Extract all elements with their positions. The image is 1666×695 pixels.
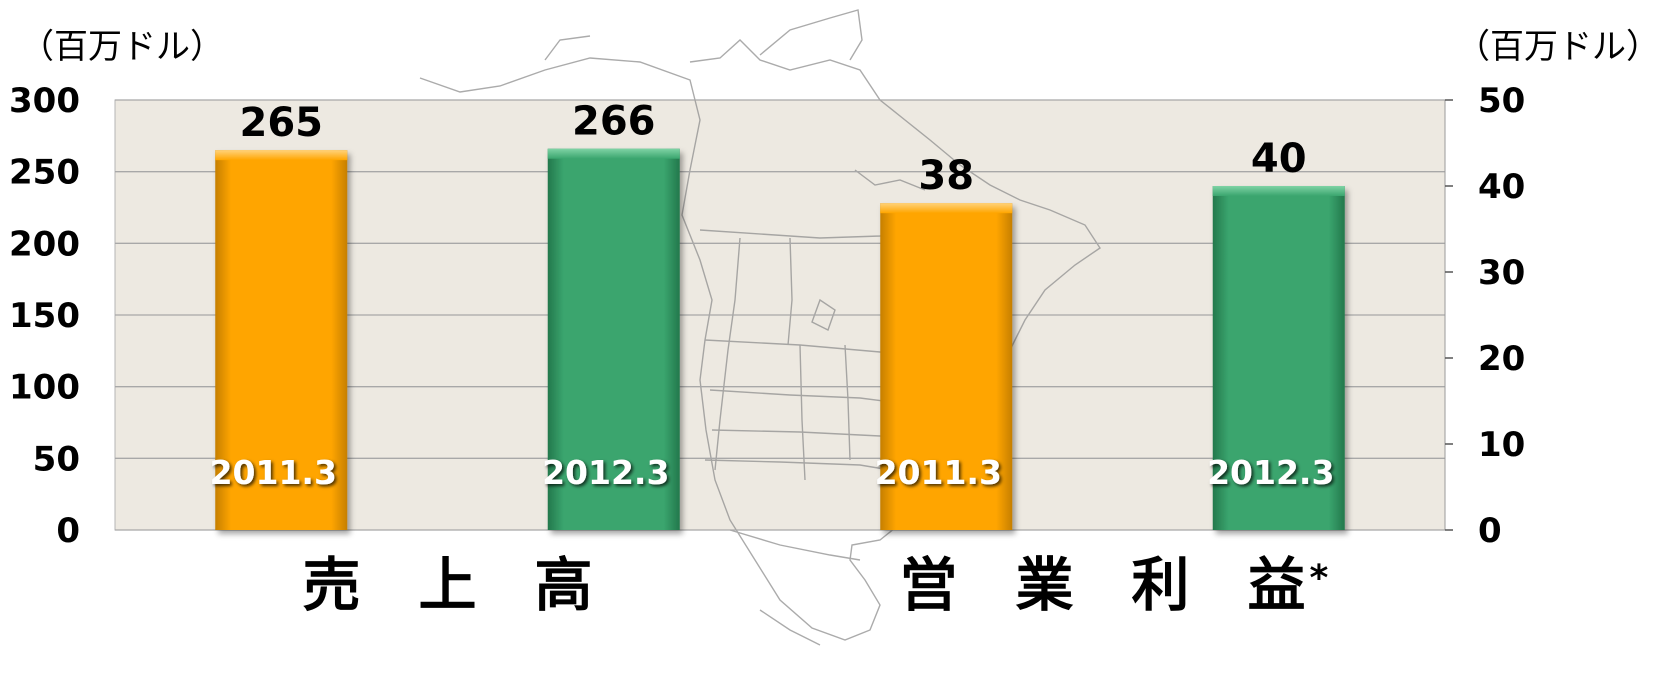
bar: [215, 150, 348, 530]
right-tick-label: 30: [1478, 253, 1525, 293]
bar-category-label: 2012.3: [1207, 453, 1334, 492]
right-tick-label: 20: [1478, 339, 1525, 379]
bar: [547, 148, 680, 530]
bar-value-label: 266: [572, 99, 656, 145]
bar-bevel: [1212, 186, 1345, 196]
bar-body: [547, 148, 680, 530]
group-label-footnote-mark: *: [1310, 558, 1329, 599]
bar-category-label: 2012.3: [542, 453, 669, 492]
left-tick-label: 50: [33, 439, 80, 479]
left-axis: 0 50 100 150 200 250 300: [9, 81, 80, 551]
group-label: 売 上 高: [302, 551, 592, 619]
bar-category-label: 2011.3: [210, 453, 337, 492]
right-tick-label: 10: [1478, 425, 1525, 465]
bar-body: [880, 203, 1013, 530]
right-tick-label: 0: [1478, 511, 1502, 551]
bar: [1212, 186, 1345, 530]
bar-body: [215, 150, 348, 530]
group-label: 営 業 利 益: [899, 551, 1305, 619]
bar-labels: 265 2011.3 266 2012.3 38 2011.3 40 2012.3: [210, 99, 1335, 492]
bar: [880, 203, 1013, 530]
bars: [215, 148, 1345, 530]
bar-bevel: [880, 203, 1013, 214]
left-tick-label: 200: [9, 224, 80, 264]
bar-value-label: 38: [918, 153, 974, 199]
bar-category-label: 2011.3: [875, 453, 1002, 492]
group-labels: 売 上 高 営 業 利 益*: [302, 551, 1328, 619]
bar-bevel: [547, 148, 680, 159]
left-tick-label: 100: [9, 368, 80, 408]
bar-value-label: 40: [1251, 136, 1307, 182]
left-tick-label: 250: [9, 153, 80, 193]
right-axis: 0 10 20 30 40 50: [1444, 81, 1525, 551]
left-axis-unit: （百万ドル）: [20, 27, 224, 67]
left-tick-label: 150: [9, 296, 80, 336]
bar-value-label: 265: [240, 100, 324, 146]
bar-body: [1212, 186, 1345, 530]
right-tick-label: 50: [1478, 81, 1525, 121]
left-tick-label: 300: [9, 81, 80, 121]
bar-bevel: [215, 150, 348, 161]
right-tick-label: 40: [1478, 167, 1525, 207]
left-tick-label: 0: [56, 511, 80, 551]
right-axis-unit: （百万ドル）: [1456, 27, 1660, 67]
